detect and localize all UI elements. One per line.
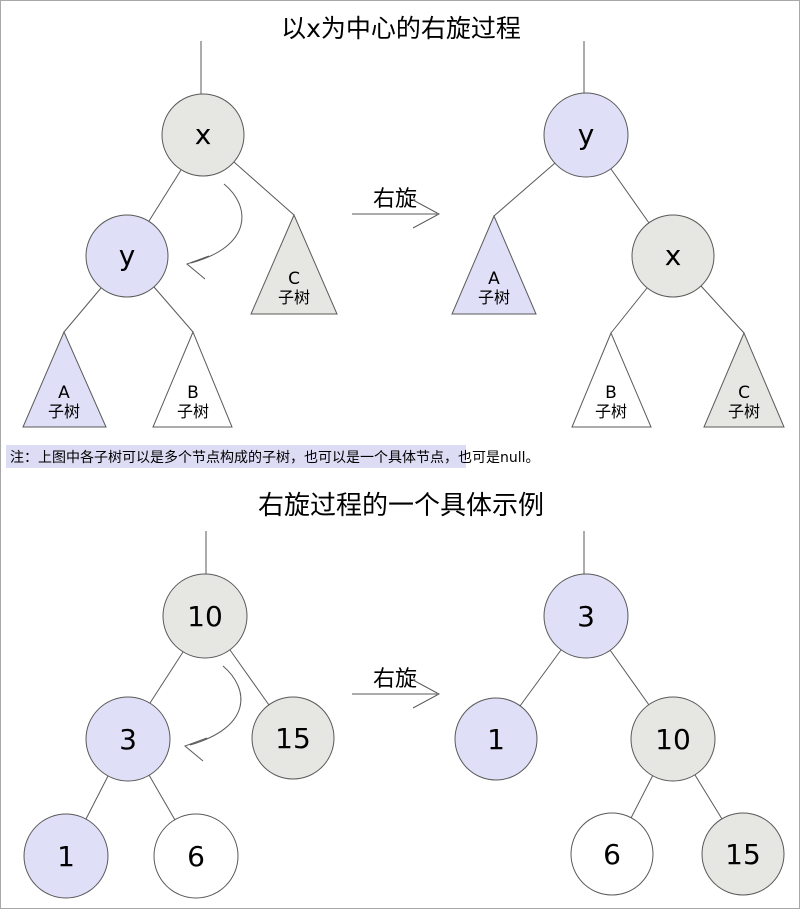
node-6-label: 6: [603, 838, 621, 871]
edge-3-to-10: [609, 649, 650, 706]
node-3-label: 3: [577, 600, 595, 633]
subtree-a-letter: A: [488, 269, 500, 289]
node-15-label: 15: [725, 838, 761, 871]
node-y: [85, 214, 169, 298]
subtree-c-letter: C: [738, 383, 750, 403]
edge-3-to-6: [148, 774, 176, 821]
transform-arrowhead: [412, 679, 441, 709]
note-highlight: [6, 445, 466, 468]
edge-y-to-a: [63, 287, 102, 333]
node-1: [23, 813, 109, 899]
node-1-label: 1: [487, 723, 505, 756]
transform-arrowhead: [412, 199, 441, 229]
node-y-label: y: [119, 239, 136, 272]
subtree-b-word: 子树: [595, 402, 627, 421]
rotation-arrowhead: [186, 255, 210, 280]
example-diagram-title: 右旋过程的一个具体示例: [258, 491, 544, 521]
node-3-label: 3: [119, 723, 137, 756]
node-x: [161, 93, 245, 177]
example-transform-arrow: 右旋: [352, 667, 441, 709]
rotation-curved-arrow: [190, 183, 243, 264]
node-1-label: 1: [57, 840, 75, 873]
node-10: [162, 573, 248, 659]
rotate-right-label: 右旋: [373, 667, 417, 692]
node-10-label: 10: [187, 600, 223, 633]
rotation-curved-arrow: [189, 665, 242, 746]
edge-x-to-c: [233, 161, 295, 216]
edge-10-to-3: [149, 651, 184, 704]
subtree-a-word: 子树: [478, 288, 510, 307]
edge-y-to-a: [493, 162, 556, 217]
subtree-triangle-a: [451, 214, 537, 315]
subtree-c-letter: C: [288, 269, 300, 289]
node-3: [543, 573, 629, 659]
edge-y-to-b: [153, 286, 194, 333]
abstract-diagram-title: 以x为中心的右旋过程: [281, 14, 521, 43]
note-text: 注：上图中各子树可以是多个节点构成的子树，也可以是一个具体节点，也可是null。: [10, 449, 540, 466]
node-x-label: x: [665, 239, 682, 272]
subtree-triangle-c: [703, 331, 785, 428]
edge-x-to-y: [148, 169, 182, 222]
subtree-triangle-a: [22, 330, 107, 428]
node-15: [701, 812, 785, 896]
subtree-triangle-b: [152, 330, 233, 428]
edge-10-to-15: [694, 774, 723, 820]
subtree-b-letter: B: [605, 383, 617, 403]
edge-x-to-c: [700, 285, 745, 334]
example-before-tree: 10 3 15 1 6: [23, 531, 335, 899]
node-6: [570, 812, 654, 896]
subtree-a-word: 子树: [48, 402, 80, 421]
node-15-label: 15: [275, 722, 311, 755]
edge-y-to-x: [610, 168, 650, 224]
node-x: [631, 214, 715, 298]
node-x-label: x: [195, 118, 212, 151]
node-3: [85, 696, 171, 782]
subtree-b-letter: B: [187, 383, 199, 403]
node-1: [454, 697, 538, 781]
edge-10-to-15: [229, 649, 270, 706]
node-6-label: 6: [187, 840, 205, 873]
rotate-right-label: 右旋: [373, 187, 417, 212]
node-10: [630, 696, 716, 782]
node-y-label: y: [578, 118, 595, 151]
subtree-c-word: 子树: [728, 402, 760, 421]
subtree-c-word: 子树: [278, 288, 310, 307]
abstract-before-tree: x y A 子树 B 子树 C 子树: [22, 41, 338, 428]
node-y: [543, 92, 629, 178]
subtree-triangle-b: [571, 331, 652, 428]
abstract-transform-arrow: 右旋: [352, 187, 441, 229]
edge-3-to-1: [85, 775, 109, 820]
abstract-after-tree: y x A 子树 B 子树 C 子树: [451, 41, 785, 428]
node-6: [153, 813, 239, 899]
subtree-b-word: 子树: [177, 402, 209, 421]
node-15: [251, 696, 335, 780]
rotation-arrowhead: [184, 737, 208, 762]
example-after-tree: 3 1 10 6 15: [454, 531, 785, 896]
subtree-a-letter: A: [58, 383, 70, 403]
edge-x-to-b: [610, 287, 648, 334]
edge-10-to-6: [630, 774, 654, 819]
node-10-label: 10: [655, 723, 691, 756]
edge-3-to-1: [519, 649, 562, 707]
subtree-triangle-c: [250, 213, 338, 315]
